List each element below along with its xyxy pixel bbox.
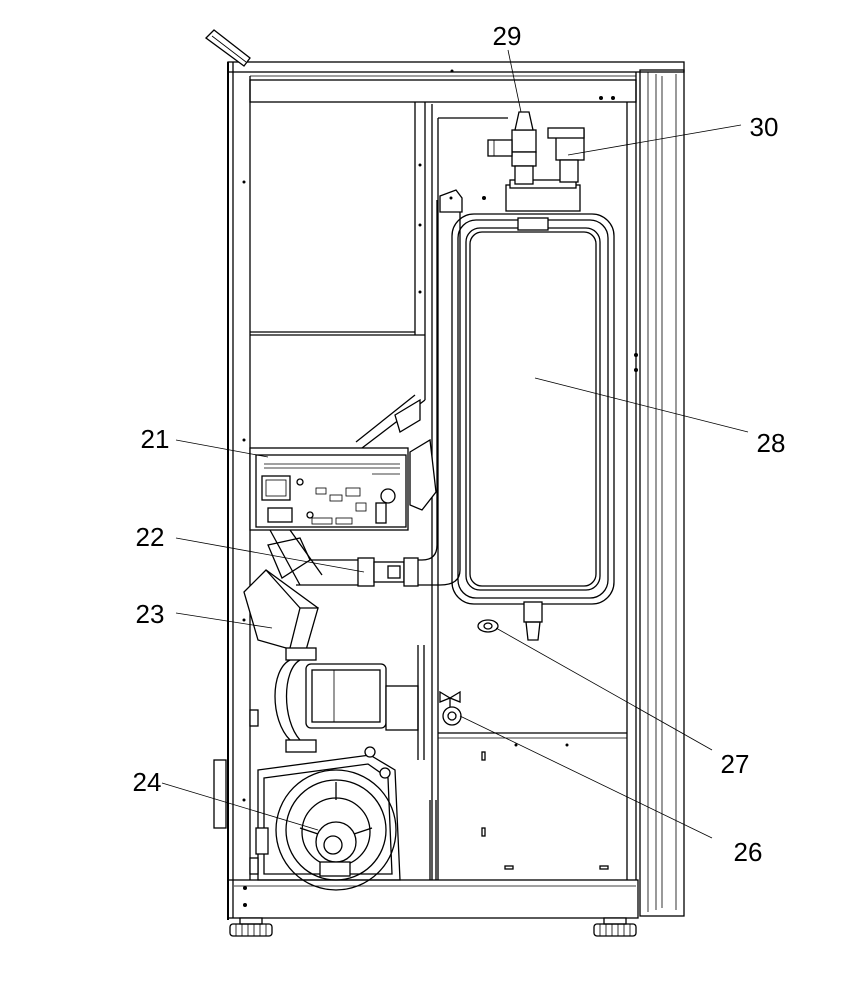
callout-23: 23: [136, 599, 165, 629]
blower-fan: [213, 709, 401, 891]
callout-21: 21: [141, 424, 170, 454]
control-board: [249, 438, 437, 531]
callout-24: 24: [133, 767, 162, 797]
cabinet-frame: [205, 29, 685, 937]
top-valves: [487, 111, 585, 212]
flue-duct: [250, 102, 426, 449]
flow-sensor: [267, 529, 419, 587]
expansion-vessel: [451, 213, 615, 641]
callout-22: 22: [136, 522, 165, 552]
lower-panel: [429, 619, 627, 880]
callout-29: 29: [493, 21, 522, 51]
callout-26: 26: [734, 837, 763, 867]
gas-valve: [243, 569, 319, 653]
callout-labels: 29 30 28 21 22 23 24 27 26: [133, 21, 786, 867]
leader-lines: [161, 49, 749, 839]
callout-28: 28: [757, 428, 786, 458]
callout-30: 30: [750, 112, 779, 142]
circulation-pump: [274, 645, 425, 760]
callout-27: 27: [721, 749, 750, 779]
